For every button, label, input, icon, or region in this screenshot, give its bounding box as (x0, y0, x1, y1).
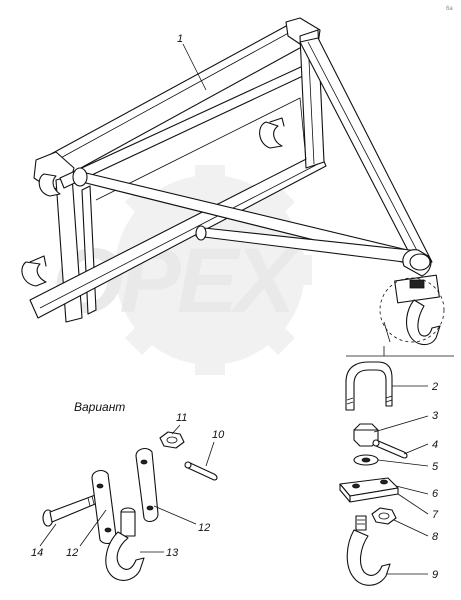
callout-5: 5 (432, 461, 439, 473)
tow-hook-right (346, 515, 391, 586)
leader-1 (182, 43, 207, 91)
callout-4: 4 (432, 439, 438, 451)
callout-7: 7 (432, 509, 439, 521)
variant-nut (159, 431, 185, 449)
callout-10: 10 (212, 429, 225, 441)
callout-11: 11 (176, 412, 187, 424)
cotter-pin (372, 439, 408, 459)
washer (353, 454, 379, 466)
callout-8: 8 (432, 531, 439, 543)
variant-plate-left (91, 469, 117, 545)
variant-cotter-pin (184, 461, 218, 481)
nut-8 (371, 507, 397, 525)
variant-callouts: 11 10 14 12 12 13 (31, 412, 225, 559)
castle-nut (353, 423, 379, 447)
callout-12-right: 12 (198, 522, 210, 534)
variant-caption: Вариант (74, 400, 125, 414)
towing-frame (21, 17, 454, 357)
variant-tow-hook (105, 507, 145, 581)
clamp-plate (339, 477, 399, 503)
callout-14: 14 (31, 547, 43, 559)
variant-plate-right (135, 447, 159, 523)
corner-code: 6a (446, 6, 453, 12)
right-callouts: 2 3 4 5 6 7 8 9 (373, 381, 439, 581)
callout-12-left: 12 (66, 547, 78, 559)
variant-bolt (42, 493, 101, 527)
callout-3: 3 (432, 410, 439, 422)
callout-13: 13 (166, 547, 179, 559)
callout-9: 9 (432, 569, 438, 581)
callout-6: 6 (432, 488, 439, 500)
u-bolt (345, 361, 393, 411)
callout-2: 2 (431, 381, 438, 393)
callout-1: 1 (177, 33, 183, 45)
